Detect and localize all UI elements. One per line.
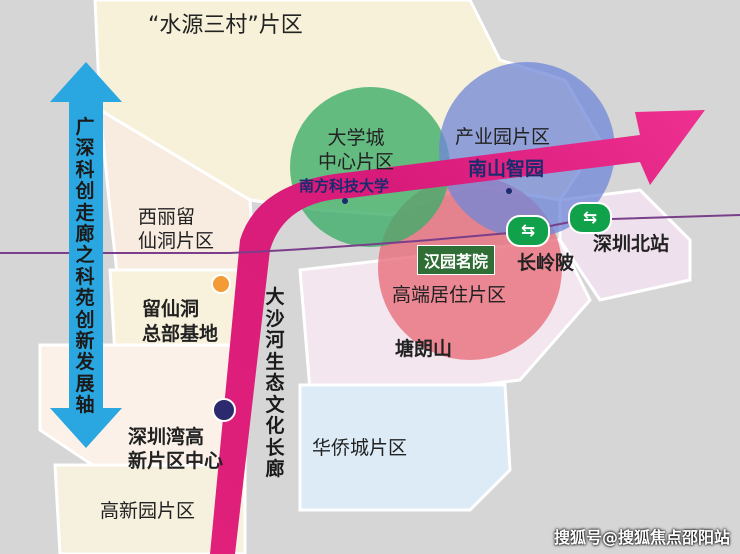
label-gaoxinyuan: 高新园片区 — [100, 500, 196, 522]
label-residential: 高端居住片区 — [392, 284, 507, 306]
label-sustech: 南方科技大学 — [299, 177, 390, 195]
label-hanyuan: 汉园茗院 — [417, 245, 496, 275]
label-liuxiandong: 留仙洞 总部基地 — [142, 298, 219, 345]
marker-sustech — [342, 198, 348, 204]
label-xili: 西丽留 仙洞片区 — [138, 206, 215, 252]
label-university: 大学城 中心片区 — [318, 127, 395, 173]
label-tanglangshan: 塘朗山 — [395, 338, 453, 360]
metro-line — [0, 214, 740, 254]
marker-liuxiandong — [211, 274, 231, 294]
label-industry: 产业园片区 — [455, 126, 551, 148]
marker-shenzhenwan — [212, 398, 236, 422]
label-shenzhenbei: 深圳北站 — [593, 233, 670, 255]
label-corridor: 广深科创走廊之科苑创新发展轴 — [75, 116, 95, 417]
marker-nanshan — [506, 188, 512, 194]
metro-changlingpi-icon: ⇆ — [506, 215, 550, 247]
metro-shenzhenbei-icon: ⇆ — [568, 202, 612, 234]
label-river: 大沙河生态文化长廊 — [265, 286, 285, 480]
district-gaoxinyuan — [53, 463, 247, 554]
circle-university — [290, 87, 450, 247]
label-shenzhenwan: 深圳湾高 新片区中心 — [128, 426, 224, 472]
label-huaqiaocheng: 华侨城片区 — [312, 437, 408, 459]
watermark: 搜狐号@搜狐焦点邵阳站 — [553, 528, 730, 547]
label-shuiyuan: “水源三村”片区 — [148, 13, 303, 38]
corridor-arrow — [50, 62, 122, 448]
label-nanshan: 南山智园 — [468, 158, 545, 180]
river-arrow — [210, 110, 705, 554]
label-changlingpi: 长岭陂 — [517, 252, 575, 274]
district-huaqiaocheng — [298, 383, 512, 512]
